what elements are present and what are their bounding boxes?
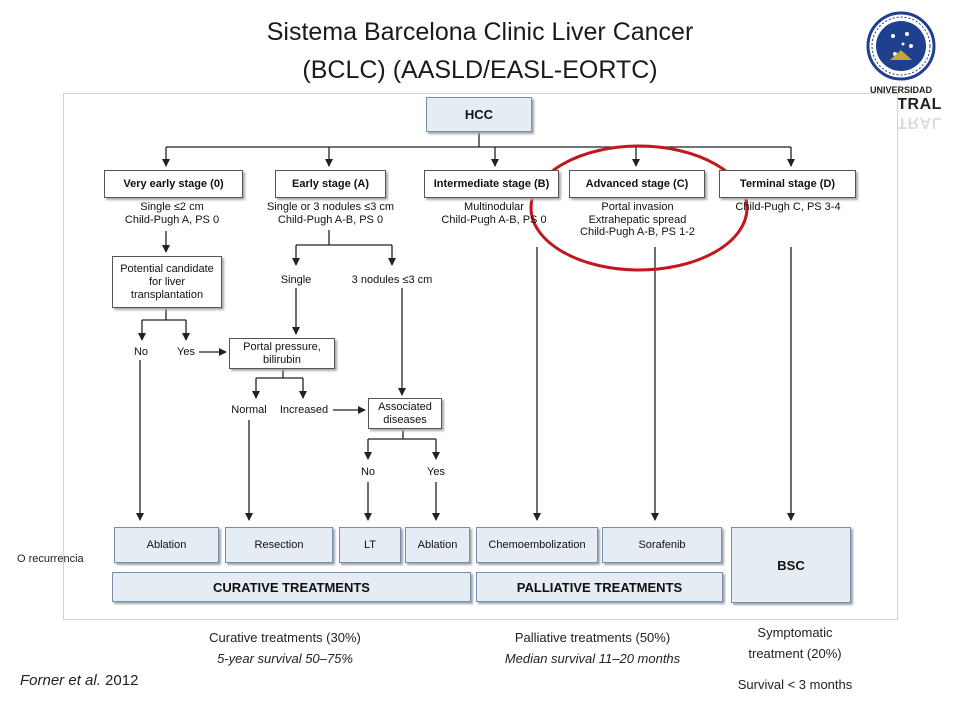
- treatment-chemoembolization: Chemoembolization: [476, 527, 598, 563]
- increased-label: Increased: [279, 404, 329, 416]
- symptomatic-summary: Symptomatic treatment (20%) Survival < 3…: [737, 625, 853, 692]
- palliative-treatments-header: PALLIATIVE TREATMENTS: [476, 572, 723, 602]
- treatment-resection: Resection: [225, 527, 333, 563]
- page-title-line-1: Sistema Barcelona Clinic Liver Cancer: [266, 18, 694, 46]
- stage-terminal-criteria: Child-Pugh C, PS 3-4: [735, 201, 841, 213]
- single-label: Single: [280, 274, 312, 286]
- highlight-circle: [529, 144, 749, 272]
- logo-text-line-1: UNIVERSIDAD: [869, 85, 932, 95]
- recurrence-note: O recurrencia: [17, 553, 84, 565]
- three-nodules-label: 3 nodules ≤3 cm: [351, 274, 433, 286]
- normal-label: Normal: [231, 404, 267, 416]
- curative-summary: Curative treatments (30%) 5-year surviva…: [209, 630, 361, 666]
- university-seal-icon: [866, 11, 936, 81]
- stage-terminal: Terminal stage (D): [719, 170, 856, 198]
- curative-treatments-header: CURATIVE TREATMENTS: [112, 572, 471, 602]
- treatment-ablation-1: Ablation: [114, 527, 219, 563]
- treatment-lt: LT: [339, 527, 401, 563]
- stage-advanced: Advanced stage (C): [569, 170, 705, 198]
- page-title-line-2: (BCLC) (AASLD/EASL-EORTC): [302, 56, 658, 84]
- yes-label-1: Yes: [177, 346, 195, 358]
- yes-label-2: Yes: [427, 466, 445, 478]
- stage-early: Early stage (A): [275, 170, 386, 198]
- treatment-sorafenib: Sorafenib: [602, 527, 722, 563]
- stage-very-early: Very early stage (0): [104, 170, 243, 198]
- palliative-summary: Palliative treatments (50%) Median survi…: [504, 630, 681, 666]
- no-label-2: No: [360, 466, 376, 478]
- portal-pressure-box: Portal pressure,bilirubin: [229, 338, 335, 369]
- no-label-1: No: [133, 346, 149, 358]
- treatment-bsc: BSC: [731, 527, 851, 603]
- treatment-ablation-2: Ablation: [405, 527, 470, 563]
- hcc-root-box: HCC: [426, 97, 532, 132]
- stage-intermediate: Intermediate stage (B): [424, 170, 559, 198]
- citation: Forner et al. 2012: [20, 672, 139, 689]
